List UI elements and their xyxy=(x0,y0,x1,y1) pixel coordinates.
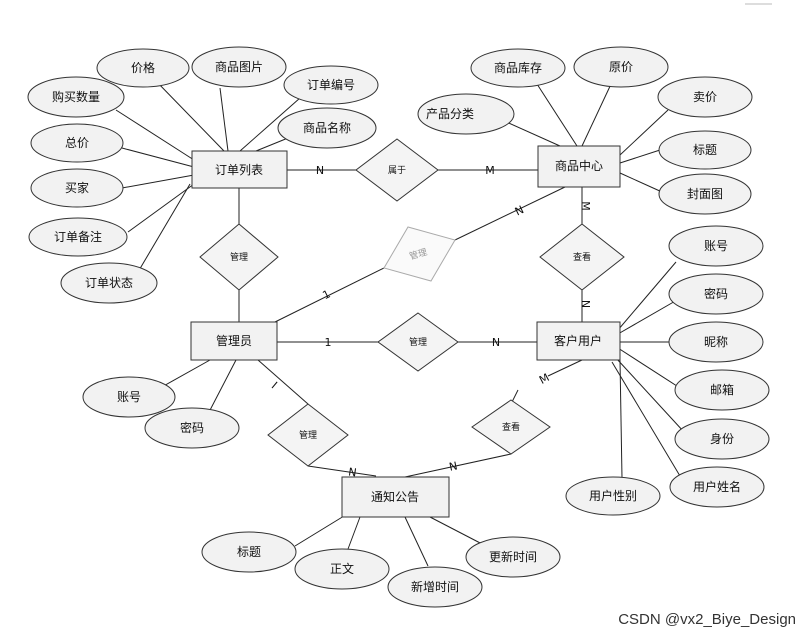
attr-order-quantity: 购买数量 xyxy=(27,76,125,118)
attr-notice-created: 新增时间 xyxy=(387,566,483,608)
svg-text:商品名称: 商品名称 xyxy=(303,120,351,135)
relationship-belongs-label: 属于 xyxy=(388,165,406,176)
entity-customer: 客户用户 xyxy=(536,321,621,361)
entity-customer-label: 客户用户 xyxy=(554,333,602,348)
card-customer-notice-n: N xyxy=(448,459,459,473)
svg-text:昵称: 昵称 xyxy=(704,335,728,349)
svg-text:标题: 标题 xyxy=(693,143,717,157)
attr-product-title: 标题 xyxy=(658,130,752,170)
svg-text:购买数量: 购买数量 xyxy=(52,89,100,104)
svg-text:正文: 正文 xyxy=(330,561,354,576)
attr-admin-account: 账号 xyxy=(82,376,176,418)
card-admin-product-one: 1 xyxy=(320,287,332,302)
svg-text:订单备注: 订单备注 xyxy=(54,229,102,244)
attr-order-status: 订单状态 xyxy=(60,262,158,304)
attr-product-category: 产品分类 xyxy=(417,93,515,135)
svg-text:密码: 密码 xyxy=(704,286,728,301)
attr-customer-account: 账号 xyxy=(668,225,764,267)
attr-customer-password: 密码 xyxy=(668,273,764,315)
svg-text:用户姓名: 用户姓名 xyxy=(693,479,741,494)
card-belongs-product: M xyxy=(485,164,495,177)
watermark-text: CSDN @vx2_Biye_Design xyxy=(618,611,796,628)
svg-text:商品库存: 商品库存 xyxy=(494,60,542,75)
attr-order-buyer: 买家 xyxy=(30,168,124,208)
entity-notice: 通知公告 xyxy=(341,476,450,518)
entity-order-list: 订单列表 xyxy=(191,150,288,189)
relationship-manage-notice: 管理 xyxy=(267,403,349,467)
entity-order-list-label: 订单列表 xyxy=(215,163,263,177)
card-admin-product-n: N xyxy=(513,203,526,218)
svg-text:商品图片: 商品图片 xyxy=(215,59,263,74)
attr-customer-gender: 用户性别 xyxy=(565,476,661,516)
card-view-customer: N xyxy=(579,300,592,308)
card-product-view: M xyxy=(579,201,592,211)
card-admin-customer-n: N xyxy=(492,336,500,349)
attr-order-product-image: 商品图片 xyxy=(191,46,287,88)
attr-order-no: 订单编号 xyxy=(283,65,379,105)
attr-notice-title: 标题 xyxy=(201,531,297,573)
entity-admin: 管理员 xyxy=(190,321,278,361)
attr-product-original-price: 原价 xyxy=(573,46,669,88)
card-admin-notice-one: I xyxy=(269,379,280,391)
svg-text:产品分类: 产品分类 xyxy=(426,107,474,121)
svg-text:标题: 标题 xyxy=(237,545,261,559)
relationship-manage-order: 管理 xyxy=(199,223,279,291)
entity-notice-label: 通知公告 xyxy=(371,490,419,504)
svg-text:新增时间: 新增时间 xyxy=(411,579,459,594)
relationship-manage-order-label: 管理 xyxy=(230,251,248,263)
card-admin-notice-n: N xyxy=(348,466,358,480)
card-admin-customer-one: 1 xyxy=(325,336,332,349)
attr-product-sale-price: 卖价 xyxy=(657,76,753,118)
svg-text:账号: 账号 xyxy=(117,390,141,404)
attr-customer-id: 身份 xyxy=(674,418,770,460)
svg-text:买家: 买家 xyxy=(65,180,89,195)
svg-text:价格: 价格 xyxy=(131,60,155,75)
svg-text:订单状态: 订单状态 xyxy=(85,276,133,290)
entity-admin-label: 管理员 xyxy=(216,333,252,348)
relationship-manage-customer: 管理 xyxy=(377,312,459,372)
svg-text:邮箱: 邮箱 xyxy=(710,382,734,397)
svg-text:卖价: 卖价 xyxy=(693,90,717,104)
relationship-view-product: 查看 xyxy=(539,223,625,291)
relationship-manage-customer-label: 管理 xyxy=(409,336,427,348)
entity-product-center-label: 商品中心 xyxy=(555,158,603,173)
card-order-belongs: N xyxy=(316,164,324,177)
relationship-view-notice-label: 查看 xyxy=(502,421,520,433)
relationship-view-product-label: 查看 xyxy=(573,251,591,263)
attr-product-stock: 商品库存 xyxy=(470,48,566,88)
svg-text:原价: 原价 xyxy=(609,60,633,74)
svg-text:密码: 密码 xyxy=(180,420,204,435)
relationship-view-notice: 查看 xyxy=(471,399,551,455)
edges xyxy=(115,79,685,567)
entity-product-center: 商品中心 xyxy=(537,145,621,188)
attr-customer-real-name: 用户姓名 xyxy=(669,466,765,508)
svg-text:用户性别: 用户性别 xyxy=(589,488,637,503)
svg-text:身份: 身份 xyxy=(710,431,734,446)
svg-text:总价: 总价 xyxy=(65,136,89,150)
attr-notice-body: 正文 xyxy=(294,548,390,590)
attr-order-price: 价格 xyxy=(96,48,190,88)
svg-text:账号: 账号 xyxy=(704,239,728,253)
attr-customer-email: 邮箱 xyxy=(674,369,770,411)
svg-text:封面图: 封面图 xyxy=(687,187,723,201)
attr-order-remark: 订单备注 xyxy=(28,217,128,257)
attr-order-total: 总价 xyxy=(30,123,124,163)
svg-text:更新时间: 更新时间 xyxy=(489,549,537,564)
attr-notice-updated: 更新时间 xyxy=(465,536,561,578)
svg-text:订单编号: 订单编号 xyxy=(307,77,355,92)
attr-product-cover: 封面图 xyxy=(658,173,752,215)
relationship-belongs: 属于 xyxy=(355,138,439,202)
attr-customer-nickname: 昵称 xyxy=(668,321,764,363)
attr-admin-password: 密码 xyxy=(144,407,240,449)
attr-order-product-name: 商品名称 xyxy=(277,107,377,149)
relationship-manage-product: 管理 xyxy=(383,226,456,282)
relationship-manage-notice-label: 管理 xyxy=(299,429,317,441)
card-customer-notice-m: M xyxy=(537,371,551,387)
